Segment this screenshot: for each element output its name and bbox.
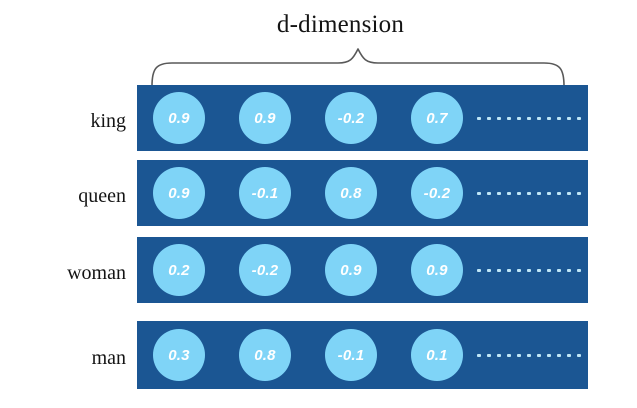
embedding-cell: -0.2: [411, 167, 463, 219]
embedding-cell: 0.8: [325, 167, 377, 219]
embedding-value: -0.2: [337, 109, 365, 127]
ellipsis-dash: [487, 116, 491, 120]
embedding-value: -0.2: [423, 184, 451, 202]
ellipsis-dashes: [477, 189, 581, 197]
ellipsis-dash: [547, 353, 551, 357]
embedding-row-woman: 0.2 -0.2 0.9 0.9: [137, 237, 588, 303]
row-label-queen: queen: [78, 185, 126, 207]
ellipsis-dash: [567, 353, 571, 357]
ellipsis-dash: [567, 116, 571, 120]
ellipsis-dash: [507, 268, 511, 272]
ellipsis-dash: [577, 191, 581, 195]
ellipsis-dash: [497, 191, 501, 195]
embedding-cell: 0.9: [153, 167, 205, 219]
embedding-value: 0.8: [340, 184, 362, 202]
embedding-value: -0.1: [337, 346, 365, 364]
ellipsis-dash: [557, 191, 561, 195]
ellipsis-dash: [477, 191, 481, 195]
ellipsis-dash: [567, 191, 571, 195]
embedding-cell: 0.9: [411, 244, 463, 296]
ellipsis-dash: [477, 116, 481, 120]
page-title: d-dimension: [0, 10, 637, 40]
ellipsis-dash: [557, 268, 561, 272]
dimension-brace: [150, 47, 566, 87]
embedding-value: 0.7: [426, 109, 448, 127]
ellipsis-dash: [527, 191, 531, 195]
embedding-cell: 0.9: [239, 92, 291, 144]
ellipsis-dash: [477, 268, 481, 272]
embedding-row-king: 0.9 0.9 -0.2 0.7: [137, 85, 588, 151]
embedding-row-man: 0.3 0.8 -0.1 0.1: [137, 321, 588, 389]
row-label-man: man: [91, 347, 126, 369]
ellipsis-dashes: [477, 114, 581, 122]
ellipsis-dash: [477, 353, 481, 357]
ellipsis-dash: [507, 116, 511, 120]
embedding-cell: 0.7: [411, 92, 463, 144]
embedding-value: 0.9: [168, 184, 190, 202]
embedding-row-queen: 0.9 -0.1 0.8 -0.2: [137, 160, 588, 226]
ellipsis-dash: [577, 353, 581, 357]
ellipsis-dash: [527, 116, 531, 120]
embedding-value: 0.9: [254, 109, 276, 127]
ellipsis-dash: [487, 353, 491, 357]
embedding-value: -0.1: [251, 184, 279, 202]
embedding-cell: 0.8: [239, 329, 291, 381]
ellipsis-dash: [547, 268, 551, 272]
embedding-cell: -0.1: [325, 329, 377, 381]
ellipsis-dashes: [477, 266, 581, 274]
ellipsis-dash: [547, 116, 551, 120]
embedding-cell: -0.1: [239, 167, 291, 219]
embedding-value: 0.9: [340, 261, 362, 279]
ellipsis-dash: [487, 191, 491, 195]
ellipsis-dash: [507, 353, 511, 357]
ellipsis-dash: [557, 116, 561, 120]
embedding-cell: 0.9: [153, 92, 205, 144]
ellipsis-dash: [537, 268, 541, 272]
ellipsis-dash: [577, 116, 581, 120]
embedding-value: 0.1: [426, 346, 448, 364]
ellipsis-dash: [577, 268, 581, 272]
page-title-text: d-dimension: [276, 11, 405, 38]
embedding-value: 0.2: [168, 261, 190, 279]
ellipsis-dash: [517, 191, 521, 195]
embedding-cell: 0.3: [153, 329, 205, 381]
ellipsis-dash: [497, 116, 501, 120]
ellipsis-dash: [507, 191, 511, 195]
embedding-cell: 0.2: [153, 244, 205, 296]
embedding-cell: 0.9: [325, 244, 377, 296]
ellipsis-dash: [567, 268, 571, 272]
ellipsis-dash: [537, 353, 541, 357]
embedding-value: 0.8: [254, 346, 276, 364]
ellipsis-dash: [497, 268, 501, 272]
ellipsis-dash: [527, 353, 531, 357]
ellipsis-dash: [547, 191, 551, 195]
row-label-king: king: [90, 110, 126, 132]
embedding-value: 0.3: [168, 346, 190, 364]
embedding-cell: 0.1: [411, 329, 463, 381]
embedding-cell: -0.2: [325, 92, 377, 144]
embedding-value: 0.9: [426, 261, 448, 279]
row-label-woman: woman: [67, 262, 126, 284]
ellipsis-dash: [537, 116, 541, 120]
ellipsis-dash: [517, 116, 521, 120]
ellipsis-dash: [537, 191, 541, 195]
ellipsis-dashes: [477, 351, 581, 359]
ellipsis-dash: [527, 268, 531, 272]
embedding-value: 0.9: [168, 109, 190, 127]
embedding-value: -0.2: [251, 261, 279, 279]
ellipsis-dash: [497, 353, 501, 357]
embedding-cell: -0.2: [239, 244, 291, 296]
ellipsis-dash: [557, 353, 561, 357]
ellipsis-dash: [487, 268, 491, 272]
ellipsis-dash: [517, 353, 521, 357]
ellipsis-dash: [517, 268, 521, 272]
